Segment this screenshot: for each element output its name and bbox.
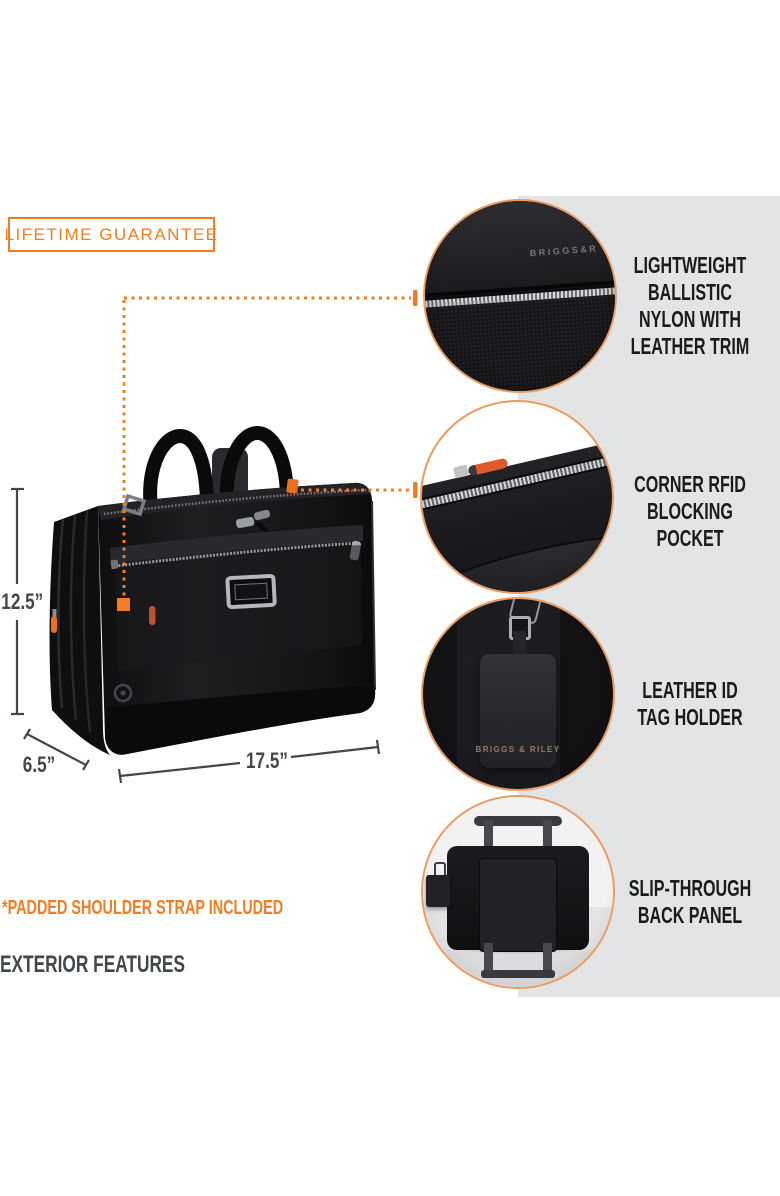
- height-dimension-label: 12.5”: [1, 589, 44, 614]
- shoulder-strap-footnote: *PADDED SHOULDER STRAP INCLUDED: [2, 897, 284, 919]
- bottom-leather-graphic: [105, 685, 376, 755]
- feature-label-back-panel: SLIP-THROUGH BACK PANEL: [628, 875, 752, 928]
- studio-background: [423, 797, 613, 987]
- trolley-bar: [543, 819, 552, 858]
- depth-dimension-label: 6.5”: [22, 752, 56, 777]
- feature-photo-back-panel: [421, 795, 615, 989]
- tag-brand-text: BRIGGS & RILEY: [475, 745, 561, 755]
- leather-corner-graphic: [422, 516, 612, 592]
- slip-through-panel-graphic: [479, 857, 557, 952]
- feature-label-id-tag: LEATHER ID TAG HOLDER: [637, 677, 743, 730]
- trolley-base-graphic: [481, 969, 555, 978]
- orange-tab-graphic: [286, 478, 299, 494]
- handle-graphic: [219, 426, 294, 514]
- width-dimension-label: 17.5”: [246, 748, 288, 773]
- leather-id-tag-graphic: BRIGGS & RILEY: [476, 654, 559, 769]
- top-zipper-graphic: [103, 488, 367, 516]
- trolley-bar: [484, 819, 493, 858]
- bag-corner-graphic: [422, 431, 612, 592]
- handle-graphic: [143, 428, 214, 517]
- zipper-pull-graphic: [253, 509, 271, 521]
- pocket-zipper-graphic: [114, 541, 360, 568]
- trolley-bar: [543, 943, 552, 974]
- feature-label-nylon: LIGHTWEIGHT BALLISTIC NYLON WITH LEATHER…: [630, 252, 750, 359]
- front-zipper-pull-graphic: [149, 606, 156, 625]
- metal-nameplate-graphic: [225, 573, 277, 610]
- feature-label-rfid: CORNER RFID BLOCKING POCKET: [634, 471, 746, 551]
- tag-strap-graphic: [513, 631, 527, 660]
- zipper-graphic: [422, 444, 612, 523]
- zipper-pull-graphic: [235, 516, 255, 529]
- briefcase-graphic: [49, 426, 376, 755]
- feature-photo-nylon: BRIGGS&R: [423, 199, 617, 393]
- pocket-leather-band-graphic: [110, 525, 363, 564]
- nylon-photo-graphic: BRIGGS&R: [425, 201, 615, 391]
- trolley-bar: [484, 943, 493, 974]
- connector-end-bar: [413, 290, 418, 306]
- lifetime-guarantee-badge: LIFETIME GUARANTEE: [4, 217, 217, 252]
- emblem-graphic: [113, 683, 133, 703]
- nylon-texture-graphic: [425, 293, 615, 391]
- feature-photo-id-tag: BRIGGS & RILEY: [421, 597, 615, 791]
- id-tag-graphic: [426, 874, 450, 907]
- lifetime-guarantee-label: LIFETIME GUARANTEE: [4, 224, 219, 244]
- briefcase-illustration: [49, 426, 376, 755]
- dark-fabric-background: BRIGGS & RILEY: [423, 599, 613, 789]
- side-orange-pull-graphic: [51, 616, 57, 633]
- section-title: EXTERIOR FEATURES: [0, 951, 185, 978]
- feature-photo-rfid-pocket: [420, 400, 614, 594]
- trolley-grip-graphic: [474, 816, 562, 826]
